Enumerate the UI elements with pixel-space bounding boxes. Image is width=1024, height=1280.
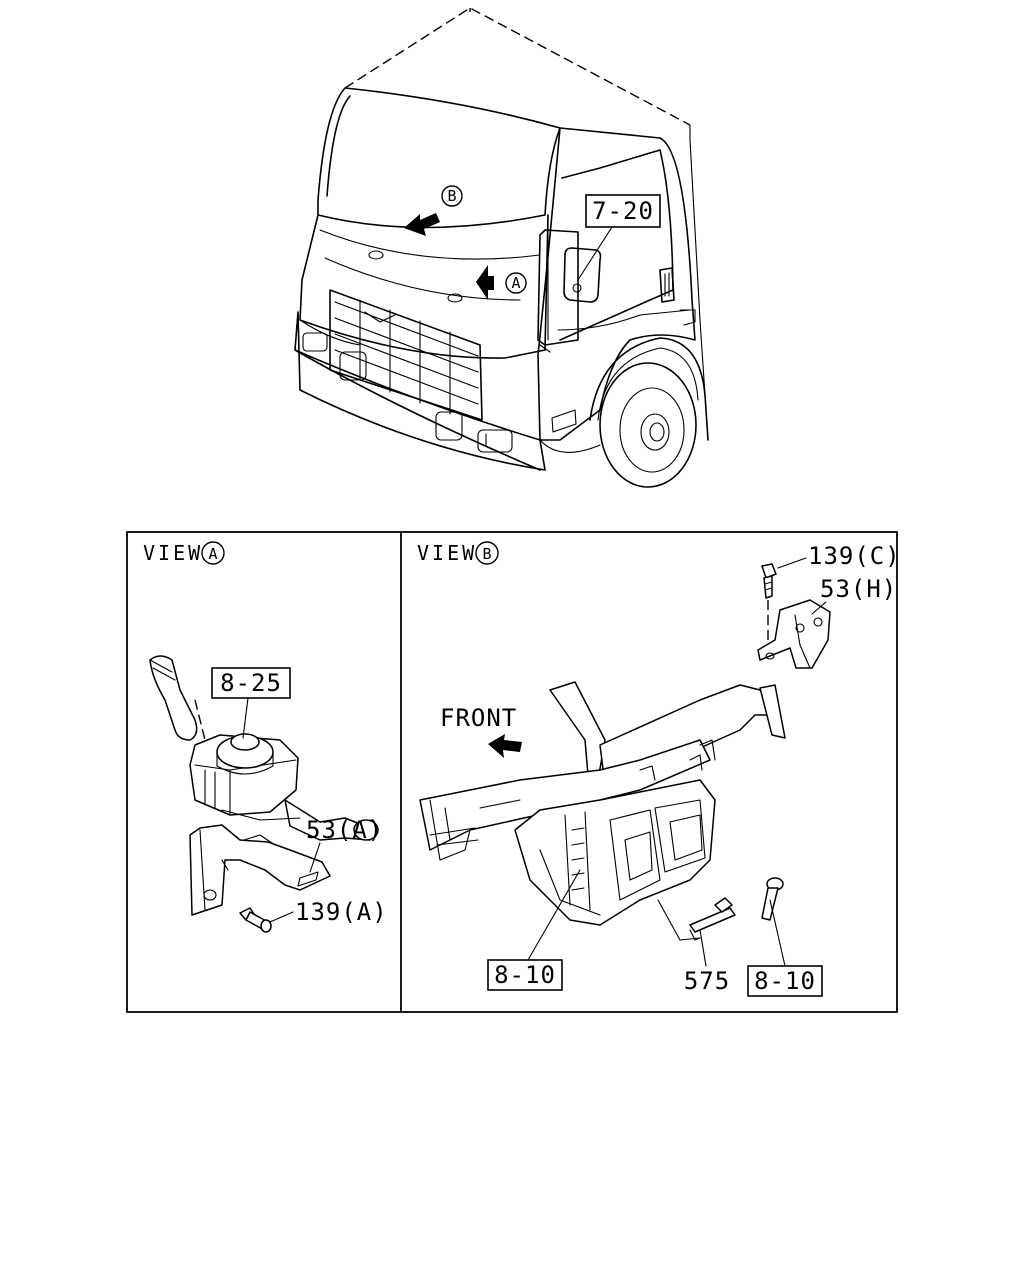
bracket-h-part-label: 53(H) [820,575,897,603]
bolt-part-label: 139(A) [295,898,388,926]
truck-cab-illustration: B A 7-20 [294,7,709,488]
view-a-marker: A [511,274,520,292]
screw-right [761,877,784,921]
bolt-139c [761,563,777,640]
front-direction-label: FRONT [440,704,517,732]
view-a-title-marker: A [208,545,217,563]
view-b-title: VIEW [417,541,477,565]
view-b-marker: B [447,187,456,205]
ecu-reference-label-left: 8-10 [494,961,556,989]
view-b-arrow: B [404,185,463,236]
view-b-panel: VIEW B 139(C) 53(H) FRONT [417,541,901,997]
screw-reference-label-right: 8-10 [754,967,816,995]
bumper [294,311,546,471]
bolt-139a [239,907,272,933]
view-b-title-marker: B [482,545,491,563]
bracket-53h [757,599,831,669]
detail-views-frame [126,531,898,1013]
switch-reference-label: 8-25 [220,669,282,697]
front-arrow-icon [488,734,522,758]
connector-575 [689,897,736,941]
bracket-53a [189,824,331,916]
view-a-panel: VIEW A 8-25 53( [143,541,388,933]
cross-car-beam-assembly [419,681,786,926]
view-a-arrow: A [476,265,527,300]
grille [329,289,483,421]
connector-part-label: 575 [684,967,730,995]
side-mirror [537,229,602,353]
bolt-c-part-label: 139(C) [808,542,901,570]
front-wheel [589,337,709,488]
combination-switch [149,655,379,841]
view-a-title: VIEW [143,541,203,565]
mirror-reference-label: 7-20 [592,197,654,225]
bracket-part-label: 53(A) [306,816,383,844]
